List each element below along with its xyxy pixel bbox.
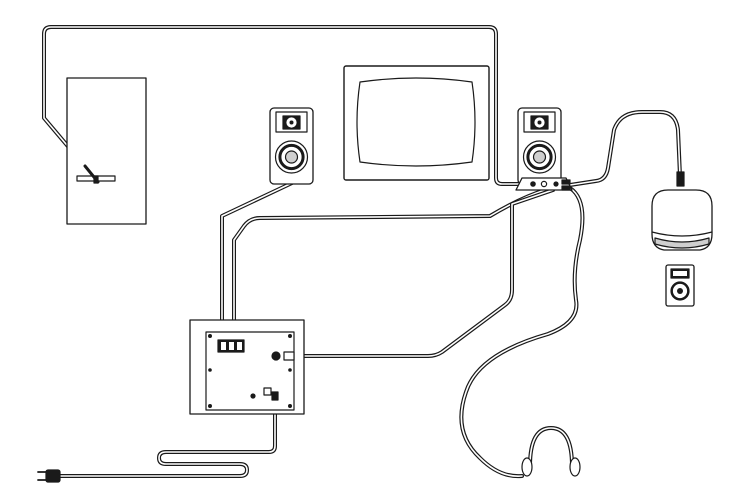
headphone-cable: [459, 186, 585, 479]
cd-player-icon: [651, 171, 713, 251]
computer-tower-icon: [66, 77, 147, 225]
headphones-icon: [521, 426, 581, 477]
subwoofer-icon: [189, 319, 305, 415]
left-speaker-cable: [220, 181, 294, 342]
right-speaker-icon: [517, 107, 562, 185]
aux-input-cable: [568, 110, 682, 187]
power-plug-icon: [37, 469, 61, 483]
pc-audio-cable: [42, 25, 529, 186]
mp3-player-icon: [665, 264, 695, 307]
control-pod-icon: [515, 177, 573, 191]
right-speaker-cable: [232, 188, 547, 342]
cables: [42, 25, 682, 479]
speaker-terminals: [217, 339, 245, 353]
left-speaker-icon: [269, 107, 314, 185]
power-cord: [58, 396, 277, 478]
control-cable: [290, 188, 555, 358]
monitor-icon: [343, 65, 490, 181]
